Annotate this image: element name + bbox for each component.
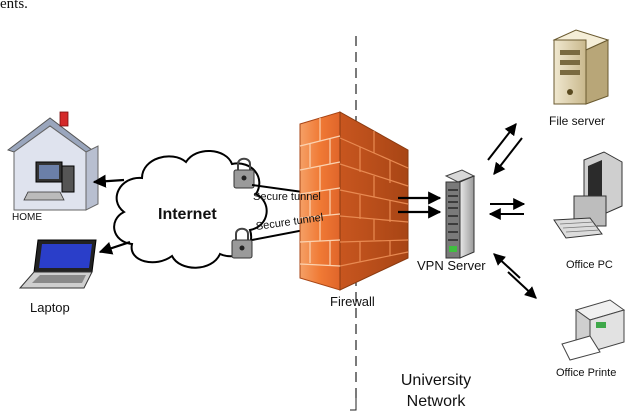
printer-icon xyxy=(561,299,626,361)
laptop-label: Laptop xyxy=(30,300,70,315)
network-label-line-2: Network xyxy=(406,393,466,410)
office-pc-label: Office PC xyxy=(566,259,613,271)
arrow-printer-to-vpn xyxy=(507,271,537,299)
header-text-fragment: ents. xyxy=(0,0,28,12)
server-tower-icon xyxy=(444,169,476,259)
arrow-vpn-to-fileserver xyxy=(487,123,517,161)
secure-tunnel-label-1: Secure tunnel xyxy=(253,191,321,203)
desktop-pc-icon xyxy=(553,151,623,239)
home-label: HOME xyxy=(12,212,42,223)
network-label-line-1: University xyxy=(400,372,472,389)
laptop-icon xyxy=(18,239,97,289)
house-icon xyxy=(6,111,99,211)
arrow-vpn-to-printer xyxy=(493,253,521,279)
university-network-label: University Network xyxy=(388,370,484,412)
vpn-server-label: VPN Server xyxy=(417,258,486,273)
internet-label: Internet xyxy=(158,206,217,223)
arrow-cloud-to-home xyxy=(92,174,125,188)
office-printer-label: Office Printe xyxy=(556,367,617,379)
file-server-label: File server xyxy=(549,114,606,128)
network-boundary-tick xyxy=(350,398,357,411)
padlock-icon xyxy=(233,157,255,189)
firewall-label: Firewall xyxy=(330,294,375,309)
firewall-icon xyxy=(299,111,409,291)
arrow-fileserver-to-vpn xyxy=(493,137,523,175)
file-server-icon xyxy=(552,29,610,105)
padlock-icon xyxy=(231,227,253,259)
arrow-cloud-to-laptop xyxy=(98,240,131,255)
